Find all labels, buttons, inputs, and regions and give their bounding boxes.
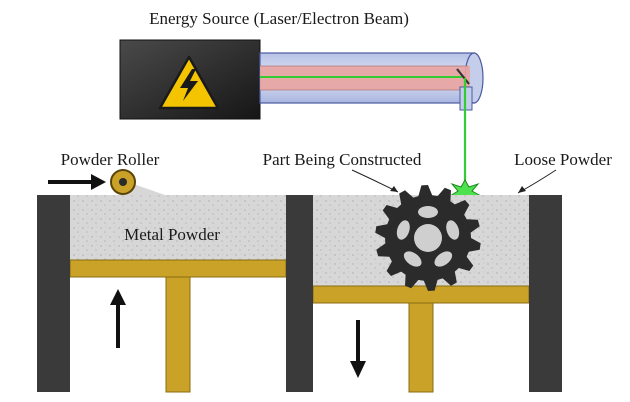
middle-wall	[286, 195, 313, 392]
energy-source-label: Energy Source (Laser/Electron Beam)	[149, 9, 409, 28]
gear-cutout	[434, 251, 453, 267]
beam-tube	[259, 52, 484, 111]
gear-hub	[414, 224, 442, 252]
right-wall	[529, 195, 562, 392]
feed-piston-rod	[165, 276, 191, 393]
feed-piston-plate	[69, 259, 287, 278]
build-piston-plate	[312, 285, 530, 304]
feed-chamber	[69, 195, 287, 393]
gear-cutout	[446, 220, 460, 240]
loose-powder-label: Loose Powder	[514, 150, 612, 169]
high-voltage-warning-icon	[158, 55, 220, 110]
gear-part	[375, 185, 481, 291]
metal-powder-bed	[70, 195, 286, 260]
gear-cutout	[418, 206, 438, 218]
build-piston-rod	[408, 302, 434, 393]
gear-cutout	[396, 220, 410, 240]
down-arrow-icon	[350, 320, 366, 378]
right-arrow-icon	[48, 174, 106, 190]
energy-source-unit	[119, 39, 261, 120]
beam-mirror	[456, 68, 470, 85]
part-leader-line	[351, 169, 399, 193]
powder-roller-label: Powder Roller	[61, 150, 160, 169]
left-wall	[37, 195, 70, 392]
up-arrow-icon	[110, 289, 126, 348]
metal-powder-label: Metal Powder	[124, 225, 220, 244]
part-being-constructed-label: Part Being Constructed	[263, 150, 422, 169]
powder-roller	[110, 169, 136, 195]
gear-cutout	[403, 251, 422, 267]
